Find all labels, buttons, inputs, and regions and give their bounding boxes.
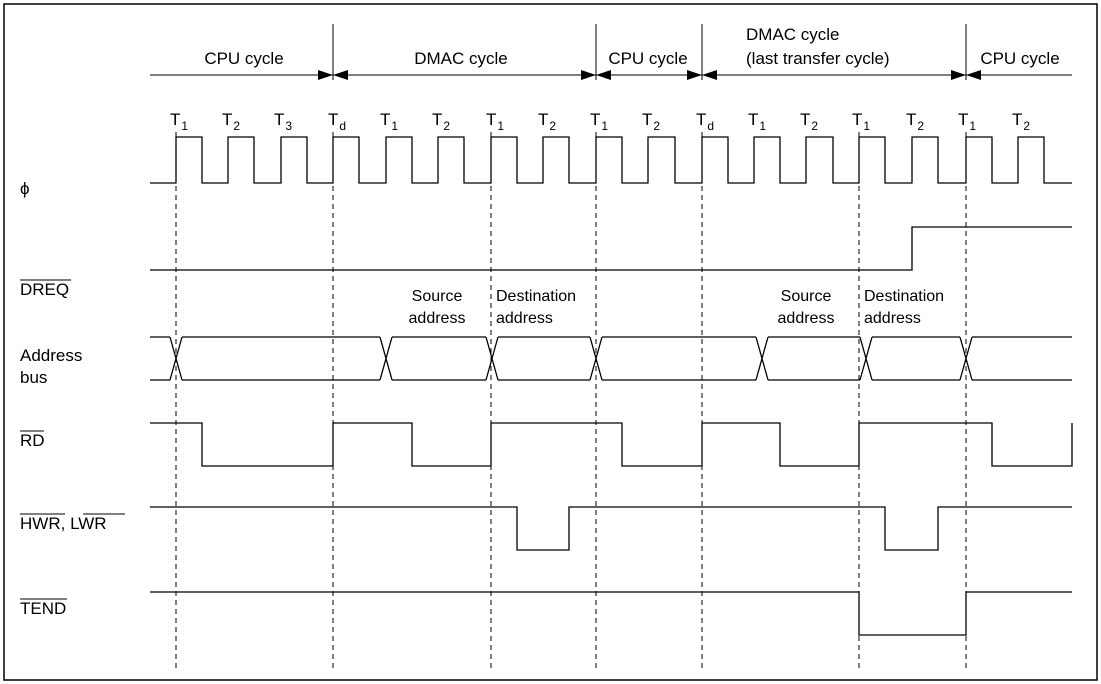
cycle-label-dmac-1: DMAC cycle xyxy=(414,49,508,68)
state-label: T2 xyxy=(432,110,450,133)
note-destination-address-1-line1: Destination xyxy=(496,288,576,305)
note-destination-address-2-line1: Destination xyxy=(864,288,944,305)
signal-label-dreq: DREQ xyxy=(20,280,69,299)
cycle-label-cpu-2: CPU cycle xyxy=(608,49,687,68)
signal-label-address-line2: bus xyxy=(20,368,47,387)
state-label: T2 xyxy=(800,110,818,133)
signal-label-tend: TEND xyxy=(20,599,66,618)
hwr-lwr-waveform xyxy=(150,506,1072,551)
cycle-label-dmac-2-detail: (last transfer cycle) xyxy=(746,49,890,68)
signal-label-address-line1: Address xyxy=(20,346,82,365)
cycle-label-cpu-3: CPU cycle xyxy=(980,49,1059,68)
note-source-address-1-line1: Source xyxy=(412,288,463,305)
signal-label-hwr-lwr: HWR, LWR xyxy=(20,514,107,533)
note-destination-address-2-line2: address xyxy=(864,310,921,327)
cycle-arrows xyxy=(150,70,1072,80)
state-label: T2 xyxy=(538,110,556,133)
note-source-address-2-line2: address xyxy=(778,310,835,327)
cycle-label-cpu-1: CPU cycle xyxy=(204,49,283,68)
phi-clock-waveform xyxy=(150,136,1072,184)
dreq-waveform xyxy=(150,226,1072,271)
state-label: Td xyxy=(696,110,714,133)
cycle-boundaries xyxy=(332,24,967,80)
state-label: Td xyxy=(328,110,346,133)
state-label: T1 xyxy=(380,110,398,133)
state-label: T1 xyxy=(170,110,188,133)
state-label: T2 xyxy=(906,110,924,133)
state-label: T2 xyxy=(222,110,240,133)
hwr-label: HWR xyxy=(20,514,61,533)
note-source-address-2-line1: Source xyxy=(781,288,832,305)
state-label: T3 xyxy=(274,110,292,133)
note-source-address-1-line2: address xyxy=(409,310,466,327)
cycle-label-dmac-2: DMAC cycle xyxy=(746,25,840,44)
state-guide-lines xyxy=(175,132,967,668)
note-destination-address-1-line2: address xyxy=(496,310,553,327)
signal-label-rd: RD xyxy=(20,431,45,450)
diagram-frame xyxy=(3,3,1098,681)
state-label: T1 xyxy=(748,110,766,133)
state-labels: T1 T2 T3 Td T1 T2 T1 T2 T1 T2 Td T1 T2 T1 T2 T1 T2 xyxy=(170,110,1030,133)
rd-waveform xyxy=(150,422,1073,467)
lwr-label: LWR xyxy=(70,514,107,533)
state-label: T1 xyxy=(852,110,870,133)
state-label: T2 xyxy=(1012,110,1030,133)
state-label: T1 xyxy=(958,110,976,133)
tend-waveform xyxy=(150,591,1072,636)
state-label: T2 xyxy=(642,110,660,133)
signal-label-phi: ϕ xyxy=(20,179,30,198)
hwr-lwr-separator: , xyxy=(61,514,70,533)
state-label: T1 xyxy=(486,110,504,133)
state-label: T1 xyxy=(590,110,608,133)
address-bus-waveform xyxy=(150,336,1072,381)
